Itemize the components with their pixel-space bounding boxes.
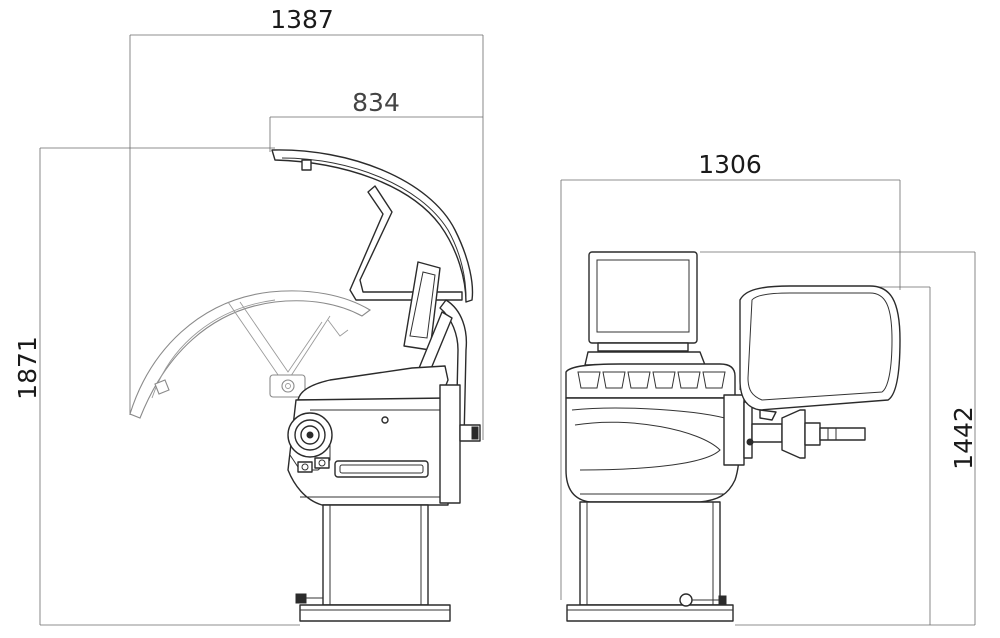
dimension-overall-depth: 1387 [129,5,484,440]
dimension-overall-width: 1306 [560,150,901,600]
front-view: 1306 1442 [560,150,978,626]
side-view: 1387 834 1871 [13,5,484,626]
wheel-guard-raised [271,149,474,351]
machine-body-side [287,299,481,622]
dimension-height-monitor: 1442 [700,251,978,626]
dimension-overall-height: 1871 [13,147,300,626]
dimension-label-1306: 1306 [698,150,762,179]
dimension-label-1387: 1387 [270,5,334,34]
dimension-label-834: 834 [352,88,400,117]
dimension-label-1871: 1871 [13,336,42,400]
dimension-hood-overhang: 834 [269,88,483,152]
monitor [588,251,698,352]
weight-compartments [577,371,726,389]
balancing-shaft [746,409,866,459]
machine-body-front [565,351,753,622]
wheel-guard-lowered-outline [129,290,371,419]
wheel-guard-closed [739,285,901,421]
dimension-label-1442: 1442 [949,406,978,470]
